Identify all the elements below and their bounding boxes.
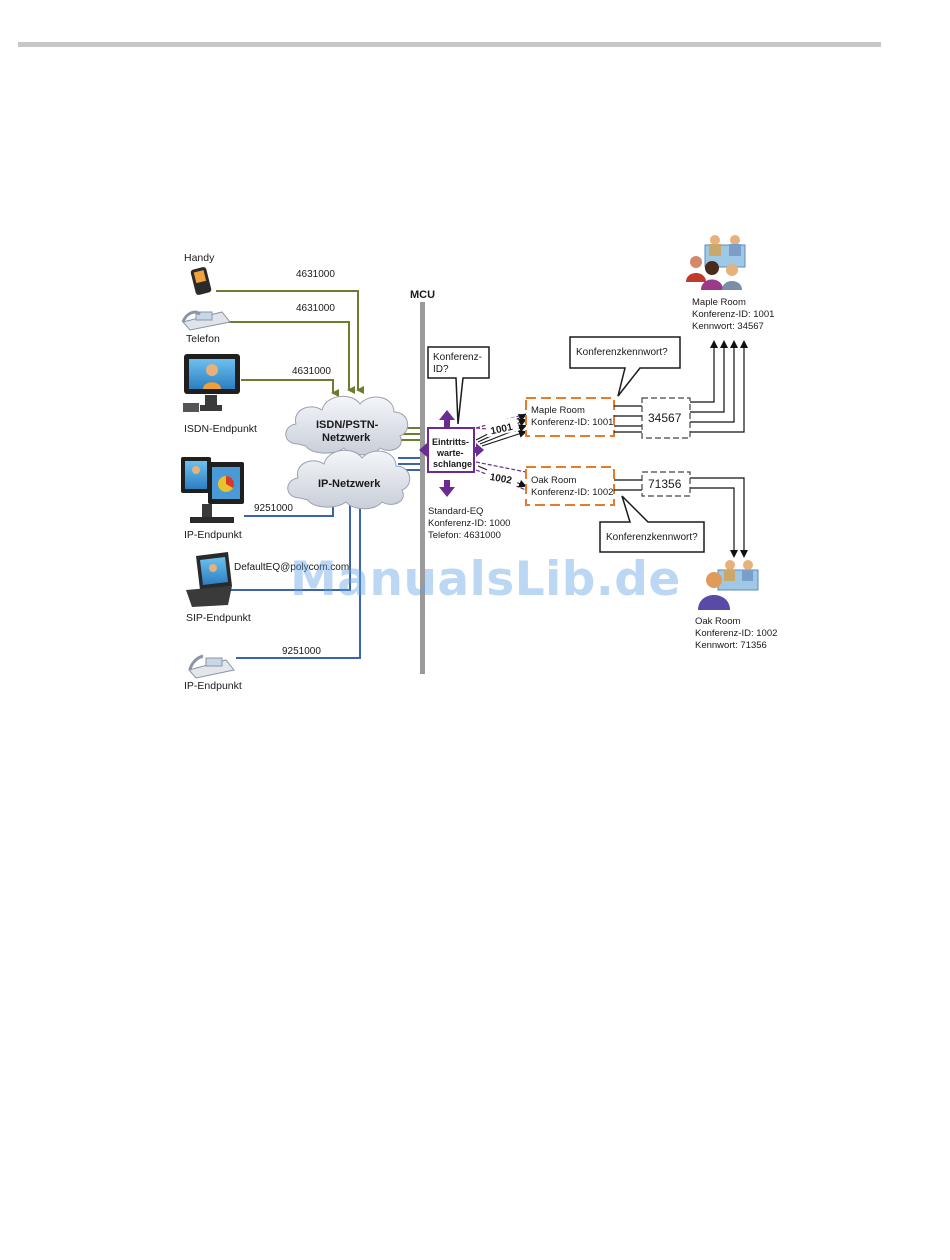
header-rule bbox=[18, 42, 881, 47]
mcu-label: MCU bbox=[410, 289, 435, 301]
watermark: ManualsLib.de bbox=[290, 552, 681, 607]
queue-line2: warte- bbox=[436, 448, 464, 458]
default-eq-line2: Konferenz-ID: 1000 bbox=[428, 518, 510, 529]
ip-cloud: IP-Netzwerk bbox=[287, 449, 411, 510]
ip-endpoint-icon bbox=[181, 457, 244, 523]
callout-conf-line2: ID? bbox=[433, 364, 449, 375]
entry-queue: Eintritts- warte- schlange bbox=[419, 410, 484, 497]
ip-connection-lines bbox=[229, 457, 420, 659]
route-tag-oak: 1002 bbox=[489, 472, 513, 487]
default-eq-line1: Standard-EQ bbox=[428, 506, 483, 517]
queue-line1: Eintritts- bbox=[432, 437, 469, 447]
oak-meeting-people-icon bbox=[698, 560, 759, 610]
maple-conference-box bbox=[525, 397, 615, 437]
isdn-cloud-line2: Netzwerk bbox=[322, 432, 371, 444]
isdn-cloud-line1: ISDN/PSTN- bbox=[316, 419, 379, 431]
queue-line3: schlange bbox=[433, 459, 472, 469]
maple-meeting-people-icon bbox=[686, 235, 746, 290]
oak-prompt: Konferenzkennwort? bbox=[606, 532, 698, 543]
isdn-pstn-cloud: ISDN/PSTN- Netzwerk bbox=[285, 395, 409, 456]
maple-prompt: Konferenzkennwort? bbox=[576, 347, 668, 358]
route-maple: 1001 bbox=[475, 413, 527, 447]
callout-conf-line1: Konferenz- bbox=[433, 352, 482, 363]
laptop-icon bbox=[186, 552, 232, 607]
maple-room-id: Konferenz-ID: 1001 bbox=[692, 309, 774, 320]
device-label-handy: Handy bbox=[184, 252, 215, 264]
oak-conference-box bbox=[525, 466, 615, 506]
oak-room-password: Kennwort: 71356 bbox=[695, 640, 767, 651]
mobile-phone-icon bbox=[190, 267, 212, 295]
maple-room-name: Maple Room bbox=[692, 297, 746, 308]
route-tag-maple: 1001 bbox=[490, 422, 514, 437]
maple-box-line1: Maple Room bbox=[531, 405, 585, 416]
maple-box-line2: Konferenz-ID: 1001 bbox=[531, 417, 613, 428]
device-label-telefon: Telefon bbox=[186, 333, 220, 345]
maple-room-password: Kennwort: 34567 bbox=[692, 321, 764, 332]
ip-desk-phone-icon bbox=[188, 654, 235, 679]
dial-number-isdn: 4631000 bbox=[292, 366, 331, 377]
maple-password-box bbox=[641, 397, 691, 439]
oak-box-line2: Konferenz-ID: 1002 bbox=[531, 487, 613, 498]
maple-password-value: 34567 bbox=[648, 411, 682, 425]
dial-number-handy: 4631000 bbox=[296, 269, 335, 280]
callout-conference-id: Konferenz- ID? bbox=[427, 346, 490, 425]
device-label-isdn-endpunkt: ISDN-Endpunkt bbox=[184, 423, 257, 435]
maple-password-lines bbox=[614, 340, 748, 433]
dial-number-ip-1: 9251000 bbox=[254, 503, 293, 514]
device-label-ip-endpunkt-2: IP-Endpunkt bbox=[184, 680, 242, 692]
dial-number-telefon: 4631000 bbox=[296, 303, 335, 314]
oak-password-box bbox=[641, 471, 691, 497]
desk-phone-icon bbox=[181, 310, 231, 331]
route-oak: 1002 bbox=[475, 461, 527, 491]
maple-password-callout: Konferenzkennwort? bbox=[569, 336, 681, 397]
dial-number-ip-2: 9251000 bbox=[282, 646, 321, 657]
dial-number-sip: DefaultEQ@polycom.com bbox=[234, 562, 349, 573]
oak-password-lines bbox=[614, 477, 748, 558]
default-eq-line3: Telefon: 4631000 bbox=[428, 530, 501, 541]
mcu-bar bbox=[420, 302, 425, 674]
oak-room-name: Oak Room bbox=[695, 616, 740, 627]
device-label-sip-endpunkt: SIP-Endpunkt bbox=[186, 612, 251, 624]
oak-box-line1: Oak Room bbox=[531, 475, 576, 486]
oak-password-callout: Konferenzkennwort? bbox=[599, 495, 705, 553]
device-label-ip-endpunkt-1: IP-Endpunkt bbox=[184, 529, 242, 541]
isdn-endpoint-icon bbox=[183, 354, 240, 412]
oak-room-id: Konferenz-ID: 1002 bbox=[695, 628, 777, 639]
ip-cloud-label: IP-Netzwerk bbox=[318, 478, 381, 490]
oak-password-value: 71356 bbox=[648, 477, 682, 491]
